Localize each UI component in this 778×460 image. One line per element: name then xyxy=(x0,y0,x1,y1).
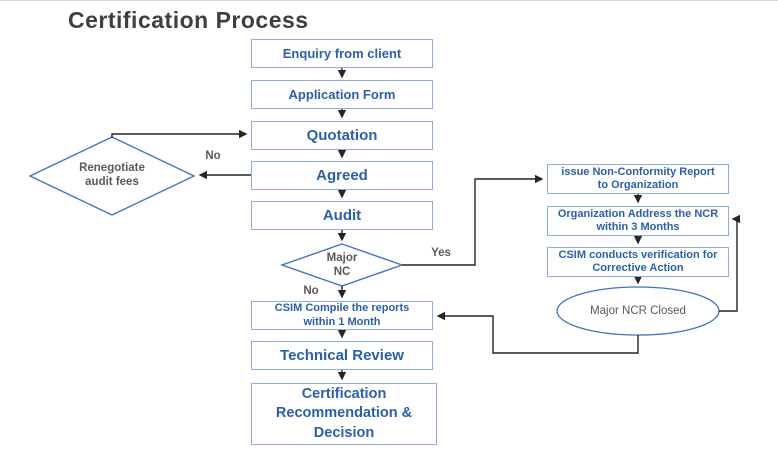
node-label-line2: to Organization xyxy=(597,179,679,191)
node-quotation: Quotation xyxy=(251,121,433,150)
node-application-form: Application Form xyxy=(251,80,433,109)
node-label-line2: Recommendation & xyxy=(275,405,413,422)
label-line1: Major xyxy=(326,252,358,264)
node-label: Quotation xyxy=(306,126,378,144)
node-technical-review: Technical Review xyxy=(251,341,433,370)
node-csim-compile-reports: CSIM Compile the reports within 1 Month xyxy=(251,301,433,330)
node-label: Technical Review xyxy=(280,346,404,364)
arrow-renegotiate-to-quotation xyxy=(111,129,248,139)
label-line2: NC xyxy=(333,266,351,279)
major-nc-diamond-label: Major NC xyxy=(312,251,372,280)
node-label-line1: issue Non-Conformity Report xyxy=(561,165,715,178)
node-label: Enquiry from client xyxy=(282,45,402,61)
page-title: Certification Process xyxy=(68,7,309,33)
node-label-line2: Corrective Action xyxy=(592,262,684,274)
label: Major NCR Closed xyxy=(590,305,686,317)
arrow-ncr-closed-loop-to-org-address xyxy=(719,214,740,312)
node-label: Agreed xyxy=(316,166,368,184)
edge-label-no-major-nc: No xyxy=(303,285,319,297)
node-label-line2: within 3 Months xyxy=(596,221,680,233)
renegotiate-diamond-label: Renegotiate audit fees xyxy=(42,161,182,190)
arrow-ncr-closed-to-csim-compile xyxy=(436,311,639,354)
node-label-line1: Organization Address the NCR xyxy=(557,207,719,220)
node-agreed: Agreed xyxy=(251,161,433,190)
renegotiate-diamond-shape xyxy=(28,136,196,216)
arrow-major-nc-yes-to-issue-ncr xyxy=(402,174,544,266)
node-label-line1: CSIM conducts verification for xyxy=(558,248,718,261)
node-label-line1: Certification xyxy=(301,385,387,402)
node-label-line2: within 1 Month xyxy=(303,315,381,328)
label-line2: audit fees xyxy=(85,176,139,189)
edge-label-no-agreed: No xyxy=(205,150,221,162)
node-csim-conducts-verification: CSIM conducts verification for Correctiv… xyxy=(547,247,729,277)
edge-label-yes: Yes xyxy=(431,247,451,259)
node-label: Application Form xyxy=(288,86,396,102)
node-organization-address-ncr: Organization Address the NCR within 3 Mo… xyxy=(547,206,729,236)
node-label-line3: Decision xyxy=(313,424,375,441)
node-label: Audit xyxy=(322,206,362,224)
label-line1: Renegotiate xyxy=(79,162,145,174)
major-ncr-closed-label: Major NCR Closed xyxy=(560,304,716,318)
node-audit: Audit xyxy=(251,201,433,230)
node-certification-recommendation-decision: Certification Recommendation & Decision xyxy=(251,383,437,445)
node-label-line1: CSIM Compile the reports xyxy=(274,302,410,315)
node-enquiry-from-client: Enquiry from client xyxy=(251,39,433,68)
node-issue-non-conformity-report: issue Non-Conformity Report to Organizat… xyxy=(547,164,729,194)
